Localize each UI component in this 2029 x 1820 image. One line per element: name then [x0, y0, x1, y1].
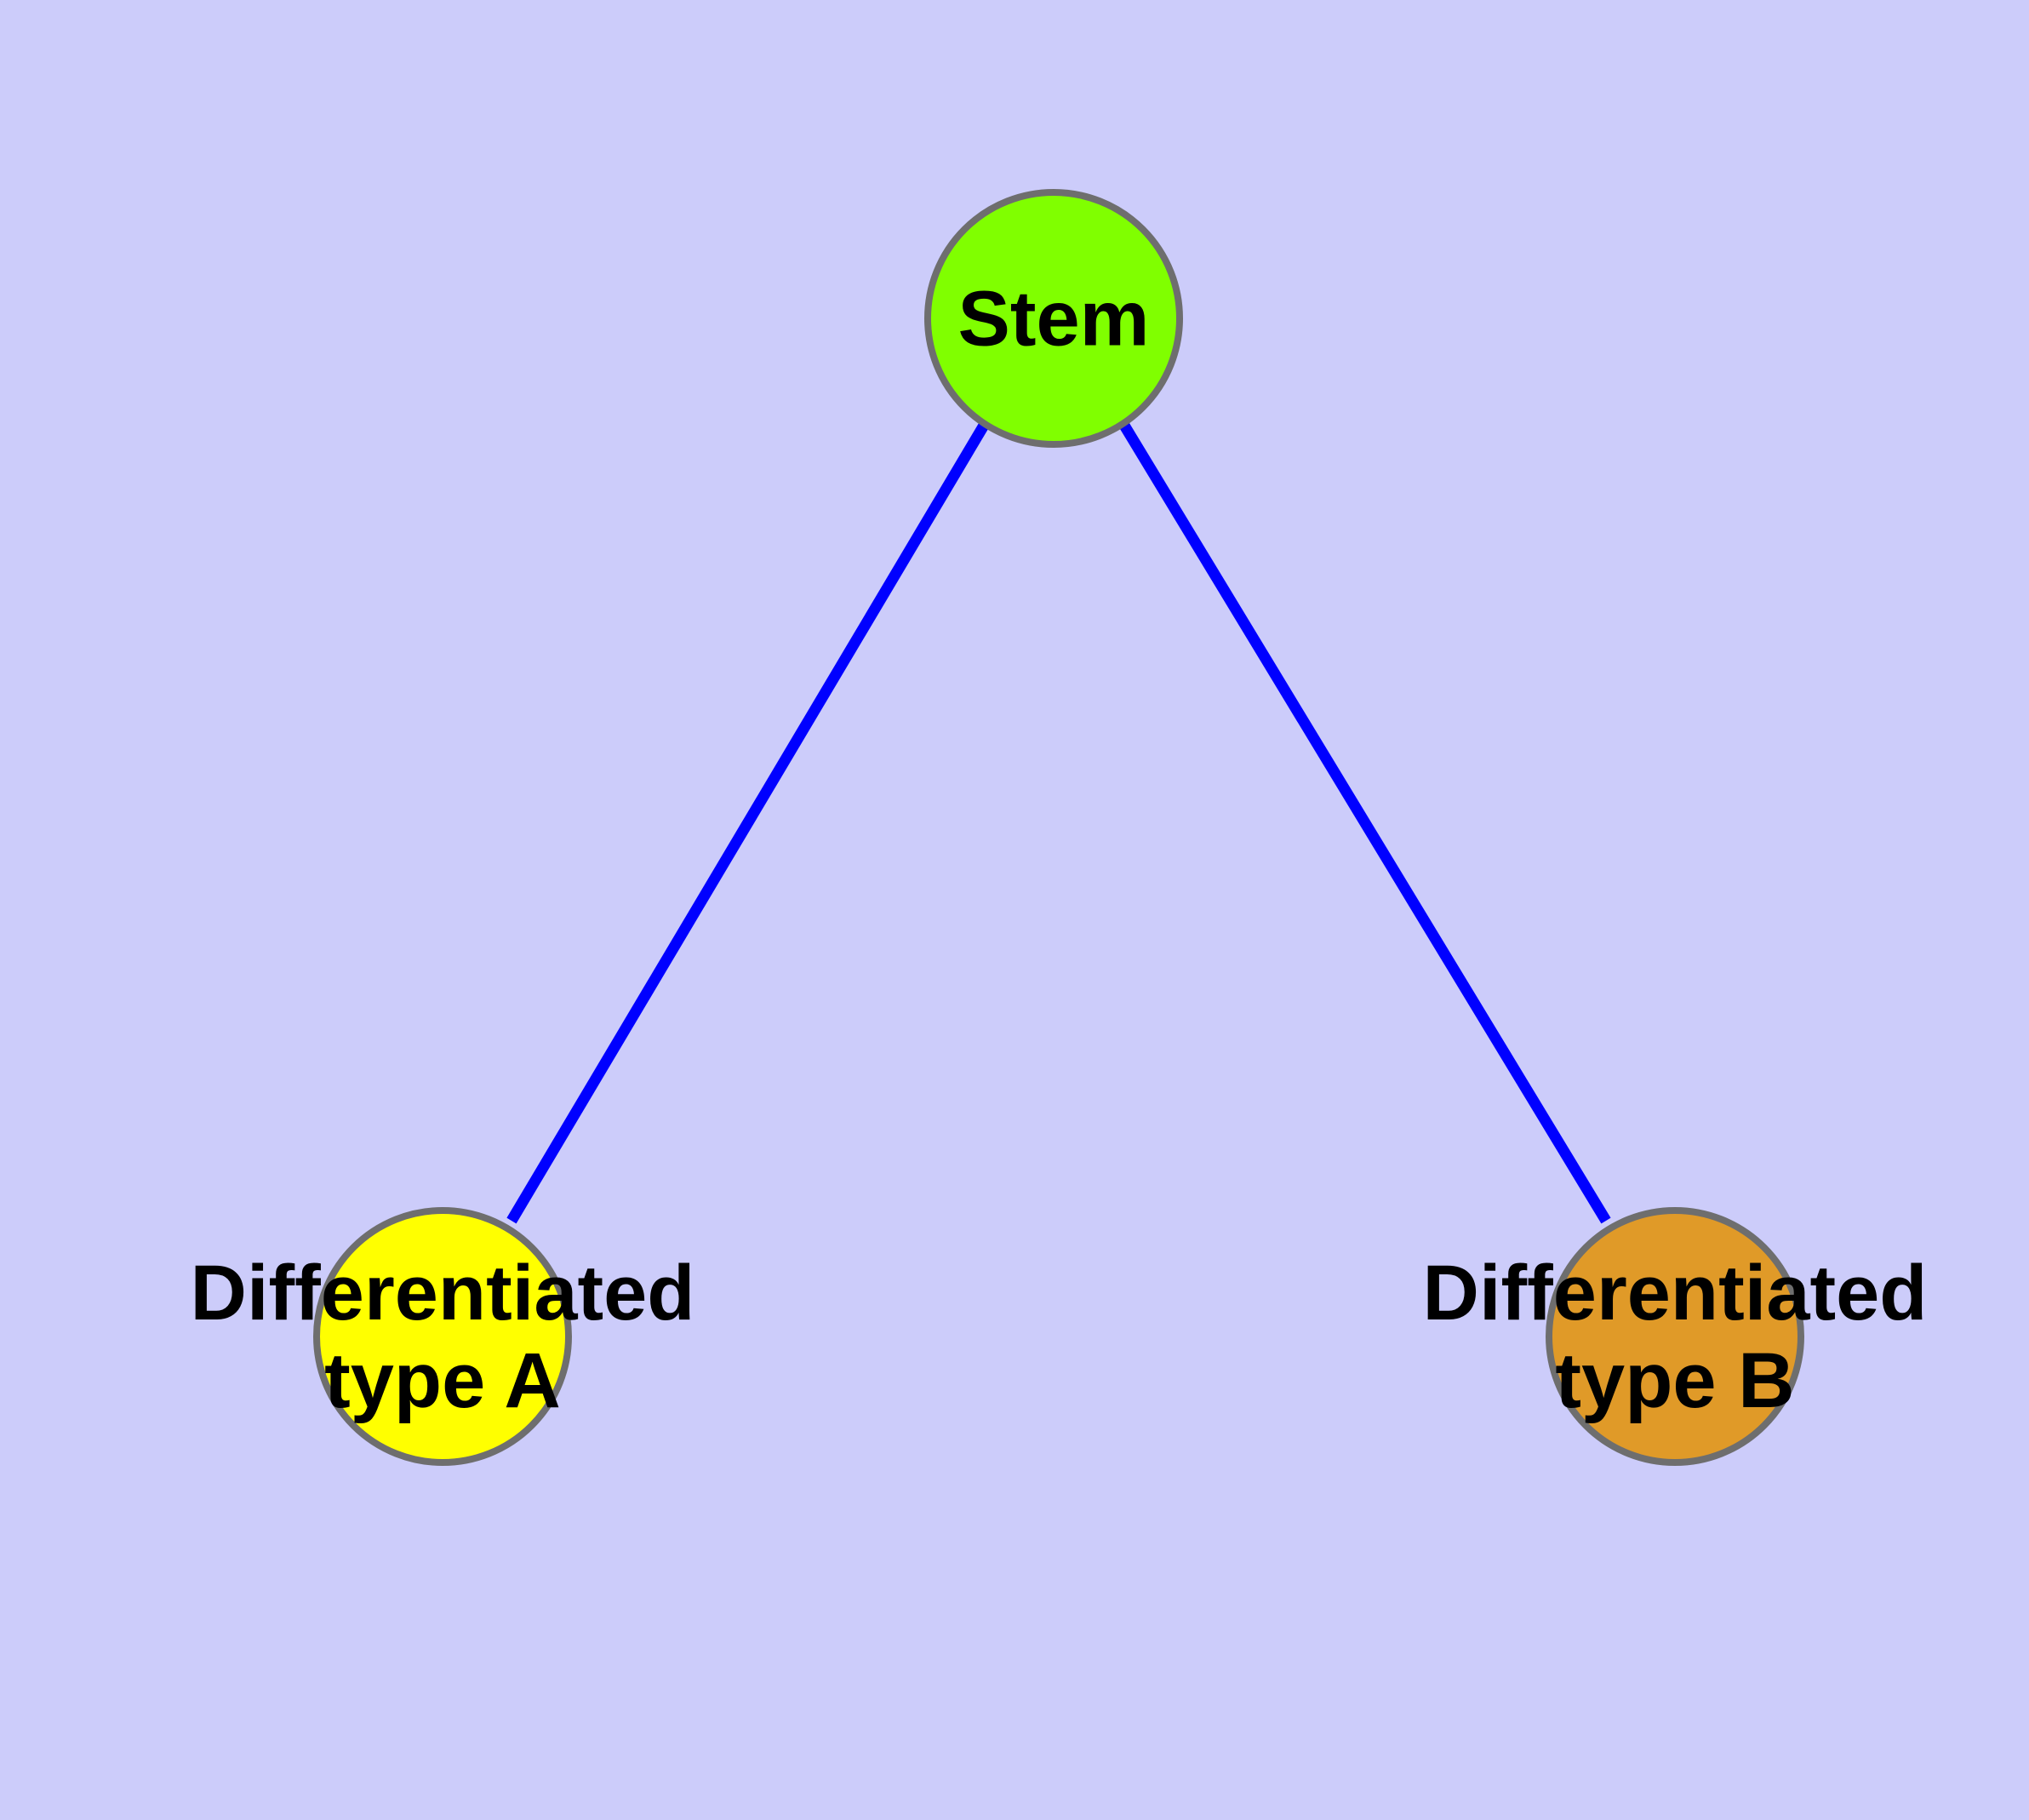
node-circle-differentiated-type-b[interactable] [1546, 1207, 1804, 1466]
edge-stem-to-differentiated-type-a[interactable] [506, 421, 990, 1224]
node-circle-differentiated-type-a[interactable] [313, 1207, 572, 1466]
edge-stem-to-differentiated-type-b[interactable] [1118, 421, 1611, 1224]
edge-layer [506, 421, 1611, 1224]
node-circle-stem[interactable] [924, 189, 1183, 448]
node-label-stem: Stem [958, 275, 1150, 362]
node-layer [313, 189, 1804, 1466]
